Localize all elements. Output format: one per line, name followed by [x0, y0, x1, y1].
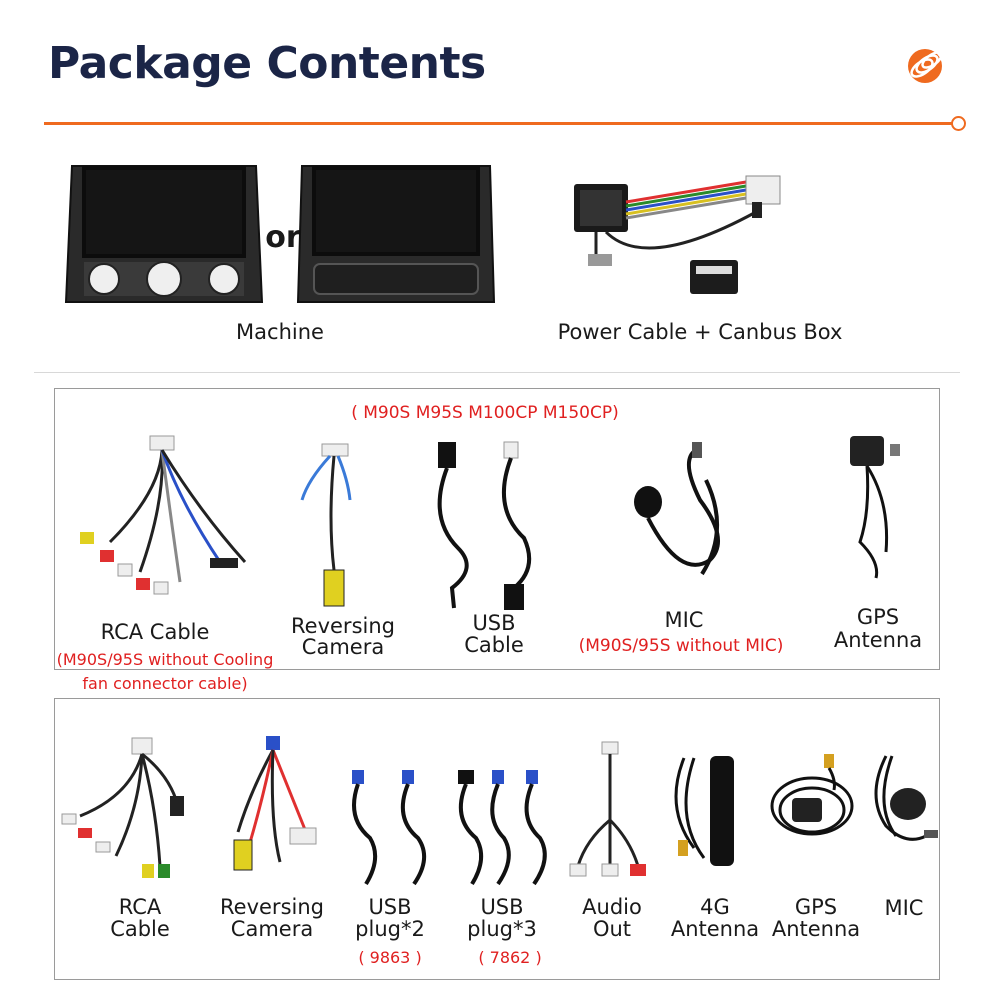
rca-cable-2-image: [60, 736, 210, 890]
usb-cable-image: [428, 438, 548, 622]
audio-out-label: Audio Out: [582, 895, 642, 941]
brand-logo-icon: [900, 38, 950, 88]
rca-cable-2-label: RCA Cable: [110, 895, 170, 941]
4g-antenna-label: 4G Antenna: [670, 895, 760, 941]
reversing-camera-2-label: Reversing Camera: [220, 895, 324, 941]
title-divider: [44, 122, 952, 125]
head-unit-image-1: [64, 162, 264, 314]
power-cable-image: [566, 162, 786, 314]
rca-cable-note: (M90S/95S without Cooling fan connector …: [56, 650, 274, 693]
usb-plug-2-note: ( 9863 ): [358, 948, 422, 967]
mic-note: (M90S/95S without MIC): [578, 636, 784, 656]
audio-out-image: [566, 740, 656, 884]
power-cable-label: Power Cable + Canbus Box: [557, 320, 843, 344]
reversing-camera-2-image: [230, 732, 330, 886]
usb-cable-label: USB Cable: [464, 611, 524, 657]
or-text: or: [265, 220, 301, 255]
gps-antenna-image: [840, 432, 920, 586]
accessories-box-1: [54, 388, 940, 670]
gps-antenna-2-image: [766, 750, 866, 864]
mic-label: MIC: [664, 608, 704, 632]
head-unit-image-2: [296, 162, 496, 314]
usb-plug-2-label: USB plug*2: [355, 895, 425, 941]
usb-plug-3-label: USB plug*3: [467, 895, 537, 941]
section-separator: [34, 372, 960, 373]
usb-plug-2-image: [346, 768, 446, 892]
mic-image: [630, 440, 740, 594]
box1-model-header: ( M90S M95S M100CP M150CP): [351, 403, 619, 423]
reversing-camera-label: Reversing Camera: [291, 614, 395, 659]
machine-label: Machine: [236, 320, 324, 344]
mic-2-label: MIC: [884, 896, 924, 920]
rca-cable-image: [70, 432, 260, 616]
gps-antenna-2-label: GPS Antenna: [771, 895, 861, 941]
rca-cable-label: RCA Cable: [100, 620, 210, 644]
reversing-camera-image: [288, 440, 388, 624]
accessories-box-2: [54, 698, 940, 980]
usb-plug-3-image: [452, 768, 562, 892]
mic-2-image: [866, 746, 946, 870]
usb-plug-3-note: ( 7862 ): [478, 948, 542, 967]
page-title: Package Contents: [48, 38, 486, 89]
gps-antenna-label: GPS Antenna: [833, 605, 923, 652]
divider-end-dot: [951, 116, 966, 131]
4g-antenna-image: [664, 748, 764, 882]
